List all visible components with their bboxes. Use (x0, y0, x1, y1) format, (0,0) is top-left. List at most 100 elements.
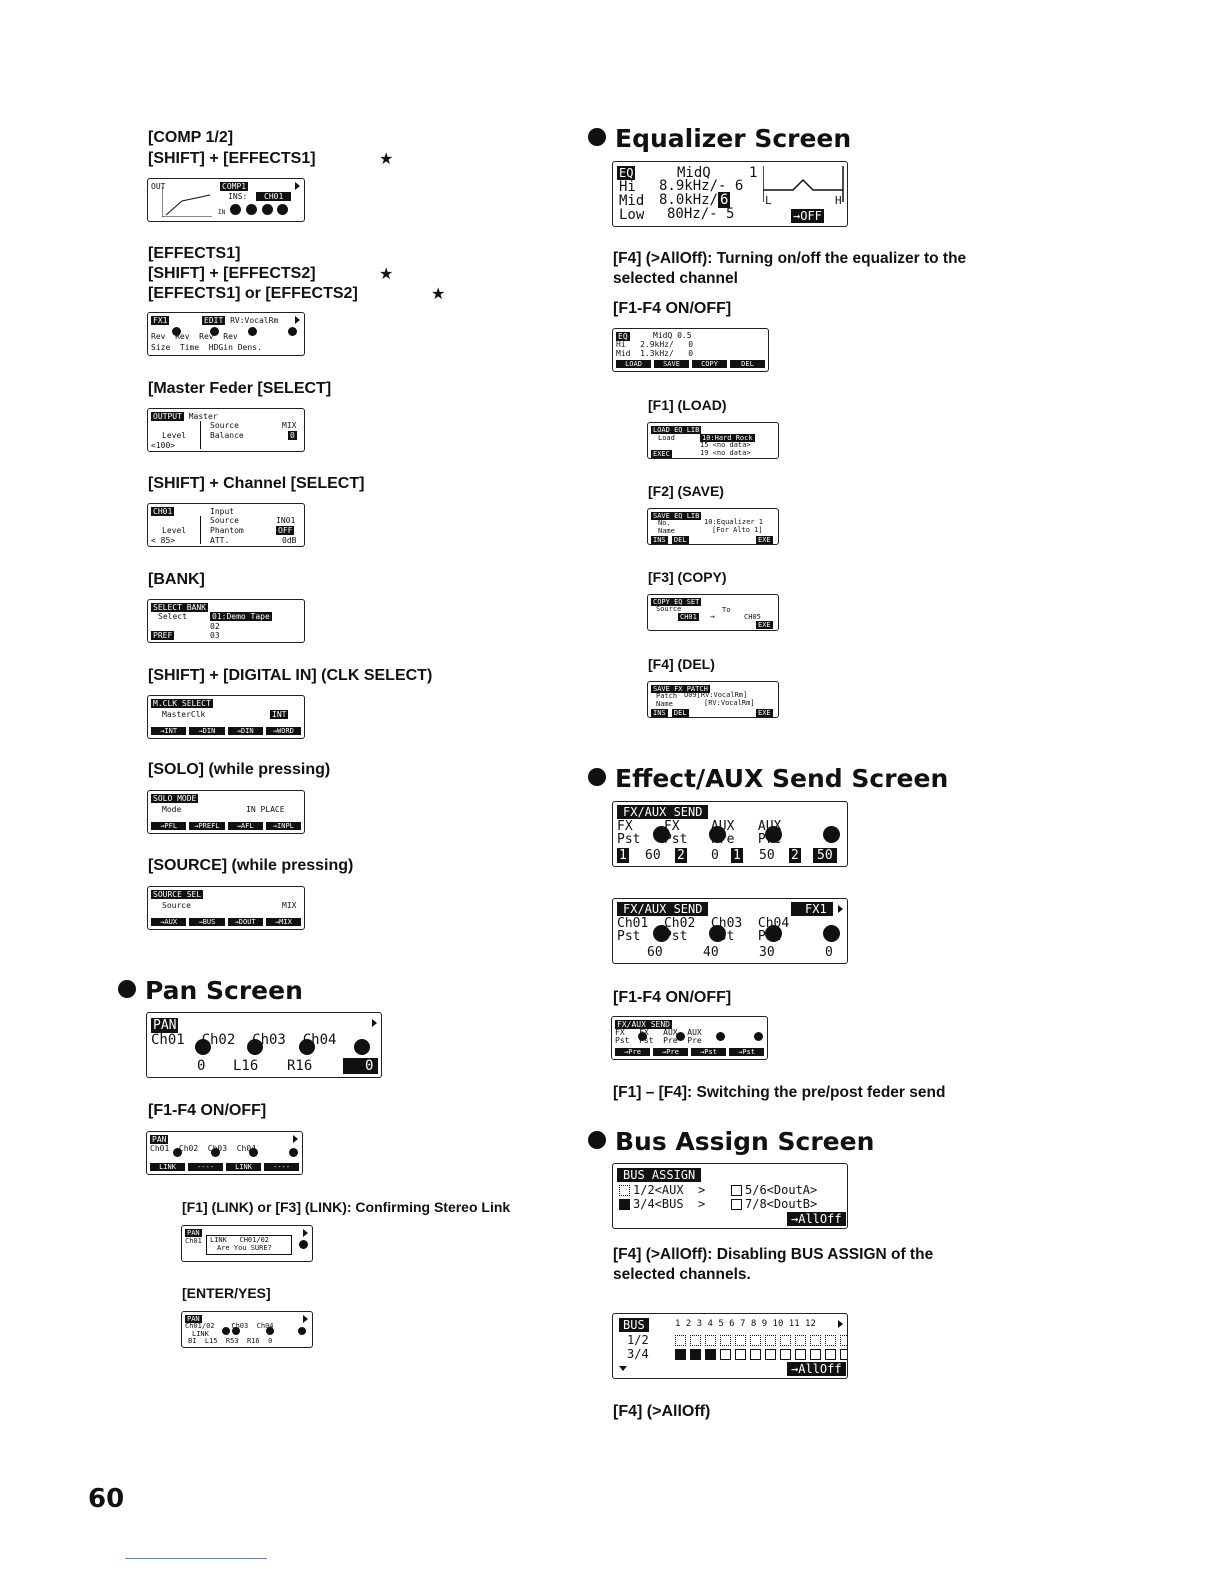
function-bar: →AUX →BUS →DOUT →MIX (151, 918, 301, 926)
lcd-from: CH01 (678, 613, 699, 621)
lcd-name-value: [RV:VocalRm] (704, 699, 755, 707)
pan-knob-icon (249, 1148, 258, 1157)
function-bar: →PFL →PREFL →AFL →INPL (151, 822, 301, 830)
exe-button: EXE (756, 709, 773, 717)
effects-lcd: FX1 EDIT RV:VocalRm Rev Rev Rev Rev Size… (147, 312, 305, 356)
save-lcd: SAVE EQ LIB No. 10:Equalizer 1 Name [For… (647, 508, 779, 545)
checkbox-checked-icon (619, 1199, 630, 1210)
lcd-title: Input (210, 507, 235, 516)
lcd-tag: SAVE EQ LIB (651, 512, 702, 520)
comp-label-1: [COMP 1/2] (148, 129, 234, 146)
lcd-value-2: 0 (711, 848, 719, 863)
lcd-tag: SELECT BANK (151, 603, 208, 612)
f2-button: →DIN (189, 727, 225, 735)
lcd-tag: FX/AUX SEND (617, 805, 709, 819)
channel-select-lcd: CH01 Input Source IN01 Level Phantom OFF… (147, 503, 305, 547)
lcd-title: Master (188, 412, 218, 421)
lcd-source: Source (656, 605, 682, 613)
checkbox-icon (731, 1185, 742, 1196)
f3-button: LINK (226, 1163, 261, 1171)
f1-button: →Pre (615, 1048, 650, 1056)
star-icon: ★ (379, 149, 394, 168)
knob-row (230, 204, 289, 215)
lcd-num-2: 2 (675, 848, 687, 863)
lcd-level-value: <100> (151, 441, 176, 450)
lcd-tag: FX/AUX SEND (617, 902, 709, 916)
knob-icon (210, 327, 219, 336)
chsel-label: [SHIFT] + Channel [SELECT] (148, 475, 365, 492)
lcd-row2: Pst Pst Pre Pre (617, 832, 782, 847)
checkbox-icon (750, 1349, 761, 1360)
copy-lcd: COPY EQ SET Source To CH01 → CH05 EXE (647, 594, 779, 631)
f1-button: →INT (151, 727, 187, 735)
bullet-icon (118, 980, 136, 998)
f2-button: →PREFL (189, 822, 225, 830)
f2-button: →Pre (653, 1048, 688, 1056)
pan-knob-icon (299, 1240, 308, 1249)
solo-label: [SOLO] (while pressing) (148, 761, 331, 778)
star-icon: ★ (431, 284, 446, 303)
lcd-hi-value: 8.9kHz/- 6 (659, 178, 744, 194)
lcd-bank-1: 01:Demo Tape (210, 612, 272, 621)
checkbox-icon (795, 1335, 806, 1346)
bullet-icon (588, 768, 606, 786)
lcd-row2: Size Time HDGin Dens. (151, 343, 262, 352)
del-label: [F4] (DEL) (648, 656, 715, 672)
lcd-tag: COPY EQ SET (651, 598, 702, 606)
lcd-value-3: 30 (759, 945, 775, 960)
send-knob-icon (653, 925, 670, 942)
star-icon: ★ (379, 264, 394, 283)
bus-heading: Bus Assign Screen (588, 1127, 874, 1157)
enter-label: [ENTER/YES] (182, 1285, 271, 1301)
lcd-to: To (722, 606, 731, 614)
lcd-pref: PREF (151, 631, 175, 640)
lcd-level: Level (162, 526, 187, 535)
pan-heading: Pan Screen (118, 976, 303, 1006)
lcd-value-2: 40 (703, 945, 719, 960)
del-lcd: SAVE FX PATCH Patch U09[RV:VocalRm] Name… (647, 681, 779, 718)
lcd-row1: Rev Rev Rev Rev (151, 332, 238, 341)
aux-send-lcd: FX/AUX SEND FX FX AUX AUX Pst Pst Pre Pr… (612, 801, 848, 867)
page-arrow-icon (838, 905, 843, 913)
checkbox-icon (840, 1349, 847, 1360)
lcd-mix: MIX (282, 421, 297, 430)
send-knob-icon (709, 925, 726, 942)
lcd-patch: Patch (656, 692, 678, 700)
lcd-mode-value: IN PLACE (246, 805, 285, 814)
function-bar: →INT →DIN →DIN →WORD (151, 727, 301, 735)
lcd-tag: BUS ASSIGN (617, 1168, 702, 1182)
bus-row-1b: 5/6<DoutA> (745, 1183, 818, 1197)
lcd-selected: 10:Hard Rock (700, 434, 755, 442)
source-label: [SOURCE] (while pressing) (148, 857, 354, 874)
save-button: SAVE (654, 360, 689, 368)
f4-button: ---- (264, 1163, 299, 1171)
arrow-right-icon: → (710, 612, 715, 621)
page-arrow-icon (372, 1019, 377, 1027)
lcd-source: Source (210, 421, 239, 430)
lcd-mode: Mode (162, 805, 182, 814)
bus-row-1: 1/2 (627, 1333, 649, 1347)
lcd-tag: COMP1 (220, 182, 249, 191)
f3-button: →Pst (691, 1048, 726, 1056)
lcd-select: Select (158, 612, 187, 621)
checkbox-icon (619, 1185, 630, 1196)
f1-button: LINK (150, 1163, 185, 1171)
lcd-att: ATT. (210, 536, 230, 545)
page-arrow-icon (295, 316, 300, 324)
pan-knob-icon (289, 1148, 298, 1157)
send-knob-icon (823, 925, 840, 942)
save-label: [F2] (SAVE) (648, 483, 724, 499)
lcd-l: L (765, 194, 772, 207)
bus-grid-row-2 (675, 1349, 847, 1360)
lcd-mid: Mid (619, 193, 645, 209)
checkbox-icon (750, 1335, 761, 1346)
bank-label: [BANK] (148, 571, 205, 588)
lcd-tag: CH01 (151, 507, 175, 516)
checkbox-icon (735, 1349, 746, 1360)
pan-knob-icon (173, 1148, 182, 1157)
function-bar: →Pre →Pre →Pst →Pst (615, 1048, 764, 1056)
clock-select-lcd: M.CLK SELECT MasterClk INT →INT →DIN →DI… (147, 695, 305, 739)
pan-knob-icon (232, 1327, 240, 1335)
checkbox-icon (765, 1349, 776, 1360)
bank-lcd: SELECT BANK Select 01:Demo Tape 02 PREF … (147, 599, 305, 643)
